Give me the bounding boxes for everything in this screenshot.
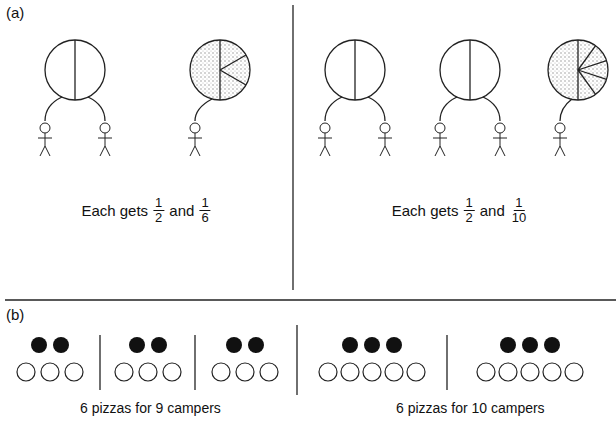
fraction: 110 (510, 196, 528, 226)
caption-text: 6 pizzas for 10 campers (396, 400, 545, 416)
caption-text: 6 pizzas for 9 campers (80, 400, 221, 416)
share-statement: Each gets12and110 (392, 196, 528, 226)
fraction: 16 (199, 196, 210, 226)
fraction-numerator: 1 (513, 196, 524, 211)
fraction: 12 (153, 196, 164, 226)
fraction-denominator: 10 (510, 211, 528, 225)
fraction-numerator: 1 (153, 196, 164, 211)
panel-letter: (a) (6, 4, 24, 21)
statement-word: and (480, 202, 505, 219)
fraction-denominator: 6 (199, 211, 210, 225)
fraction-denominator: 2 (153, 211, 164, 225)
fraction-numerator: 1 (199, 196, 210, 211)
statement-word: Each gets (392, 202, 459, 219)
fraction: 12 (463, 196, 474, 226)
fraction-denominator: 2 (463, 211, 474, 225)
panel-letter: (b) (6, 306, 24, 323)
fraction-numerator: 1 (463, 196, 474, 211)
share-statement: Each gets12and16 (81, 196, 210, 226)
statement-word: Each gets (81, 202, 148, 219)
statement-word: and (169, 202, 194, 219)
